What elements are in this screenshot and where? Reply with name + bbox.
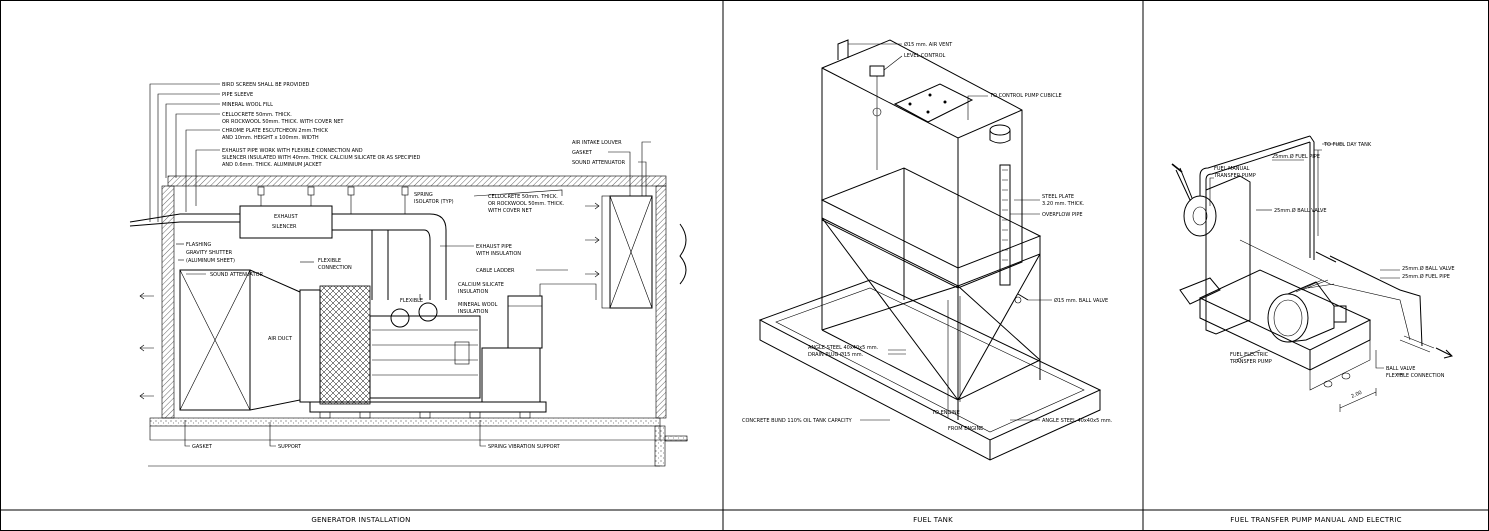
label-to-day-tank: TO FUEL DAY TANK bbox=[1323, 142, 1372, 148]
label-concrete-bund: CONCRETE BUND 110% OIL TANK CAPACITY bbox=[742, 418, 853, 424]
label-from-engine: FROM ENGINE bbox=[948, 426, 983, 432]
label-overflow-pipe: OVERFLOW PIPE bbox=[1042, 212, 1083, 218]
label-flexible-connection-1: FLEXIBLE bbox=[318, 258, 341, 264]
label-gravity-shutter-2: (ALUMINUM SHEET) bbox=[186, 258, 235, 264]
label-bird-screen: BIRD SCREEN SHALL BE PROVIDED bbox=[222, 82, 310, 88]
label-air-vent: Ø15 mm. AIR VENT bbox=[904, 41, 953, 48]
label-calcium-1: CALCIUM SILICATE bbox=[458, 282, 504, 288]
radiator bbox=[319, 285, 371, 405]
label-sound-attenuator-top: SOUND ATTENUATOR bbox=[572, 160, 626, 166]
label-dimension: 2.00 bbox=[1350, 390, 1363, 400]
left-wall bbox=[161, 185, 175, 419]
label-gravity-shutter-1: GRAVITY SHUTTER bbox=[186, 250, 233, 256]
panel-title-fuel-tank: FUEL TANK bbox=[913, 516, 953, 524]
label-drain-plug: DRAIN PLUG Ø15 mm. bbox=[808, 351, 864, 358]
label-sound-attenuator: SOUND ATTENUATOR bbox=[210, 272, 264, 278]
label-cellocrete-r3: WITH COVER NET bbox=[488, 208, 533, 214]
engine bbox=[369, 315, 481, 399]
label-ball-valve-2: BALL VALVE bbox=[1386, 366, 1415, 372]
label-exhaust-pipe-2: WITH INSULATION bbox=[476, 251, 521, 257]
label-spring-1: SPRING bbox=[414, 192, 433, 198]
label-cellocrete-2: OR ROCKWOOL 50mm. THICK. WITH COVER NET bbox=[222, 119, 344, 125]
floor-slab bbox=[149, 417, 661, 427]
manual-pump bbox=[1183, 195, 1217, 237]
tank-stand bbox=[820, 167, 1042, 420]
label-gasket-top: GASKET bbox=[572, 150, 593, 156]
sound-attenuator bbox=[179, 269, 251, 411]
label-flashing: FLASHING bbox=[186, 242, 211, 248]
label-cellocrete-1: CELLOCRETE 50mm. THICK. bbox=[222, 112, 292, 118]
label-exhaust-work-2: SILENCER INSULATED WITH 40mm. THICK. CAL… bbox=[222, 155, 420, 161]
label-cable-ladder: CABLE LADDER bbox=[476, 268, 515, 274]
label-flexible-connection-2: CONNECTION bbox=[318, 265, 352, 271]
label-exhaust-silencer-1: EXHAUST bbox=[274, 214, 299, 220]
label-calcium-2: INSULATION bbox=[458, 289, 488, 295]
label-ball-valve-top: 25mm.Ø BALL VALVE bbox=[1274, 207, 1327, 214]
label-air-duct: AIR DUCT bbox=[268, 336, 293, 342]
label-chrome-2: AND 10mm. HEIGHT x 100mm. WIDTH bbox=[222, 135, 319, 141]
label-steel-plate-1: STEEL PLATE bbox=[1042, 194, 1074, 200]
label-to-control-pump: TO CONTROL PUMP CUBICLE bbox=[989, 93, 1062, 99]
level-gauge bbox=[999, 164, 1011, 286]
label-flexible-connection: FLEXIBLE CONNECTION bbox=[1386, 373, 1445, 379]
label-gasket-bottom: GASKET bbox=[192, 444, 213, 450]
label-exhaust-silencer-2: SILENCER bbox=[272, 224, 297, 230]
label-support: SUPPORT bbox=[278, 444, 302, 450]
panel-title-pump: FUEL TRANSFER PUMP MANUAL AND ELECTRIC bbox=[1230, 516, 1401, 524]
right-wall bbox=[655, 185, 667, 419]
label-air-intake-louver: AIR INTAKE LOUVER bbox=[572, 140, 622, 146]
label-mineral-wool-fill: MINERAL WOOL FILL bbox=[222, 102, 273, 108]
label-flexible: FLEXIBLE bbox=[400, 298, 423, 304]
label-ball-valve: Ø15 mm. BALL VALVE bbox=[1054, 297, 1108, 304]
label-manual-pump-2: TRANSFER PUMP bbox=[1213, 173, 1256, 179]
label-mineral-wool-1: MINERAL WOOL bbox=[458, 302, 498, 308]
generator-installation-drawing: BIRD SCREEN SHALL BE PROVIDED PIPE SLEEV… bbox=[129, 82, 688, 524]
label-cellocrete-r2: OR ROCKWOOL 50mm. THICK. bbox=[488, 201, 565, 207]
label-spring-vibration: SPRING VIBRATION SUPPORT bbox=[488, 444, 561, 450]
label-fuel-pipe-right: 25mm.Ø FUEL PIPE bbox=[1402, 273, 1450, 280]
label-mineral-wool-2: INSULATION bbox=[458, 309, 488, 315]
label-steel-plate-2: 3.20 mm. THICK. bbox=[1042, 201, 1085, 207]
label-angle-steel-2: ANGLE STEEL 40x40x5 mm. bbox=[1042, 418, 1113, 424]
alternator bbox=[481, 347, 541, 403]
label-level-control: LEVEL CONTROL bbox=[904, 53, 946, 59]
label-fuel-pipe-top: 25mm.Ø FUEL PIPE bbox=[1272, 153, 1320, 160]
label-exhaust-work-1: EXHAUST PIPE WORK WITH FLEXIBLE CONNECTI… bbox=[222, 148, 363, 154]
label-manual-pump-1: FUEL MANUAL bbox=[1214, 166, 1250, 172]
pump-bracket bbox=[1205, 175, 1251, 335]
spring-isolators bbox=[257, 186, 409, 214]
label-ball-valve-right: 25mm.Ø BALL VALVE bbox=[1402, 265, 1455, 272]
panel-title-generator: GENERATOR INSTALLATION bbox=[311, 516, 410, 524]
label-electric-pump-2: TRANSFER PUMP bbox=[1229, 359, 1272, 365]
label-exhaust-work-3: AND 0.6mm. THICK. ALUMINIUM JACKET bbox=[222, 162, 323, 168]
label-angle-steel-1: ANGLE STEEL 40x40x5 mm. bbox=[808, 345, 879, 351]
concrete-bund bbox=[758, 279, 1102, 441]
control-panel bbox=[507, 295, 543, 349]
roof-slab bbox=[167, 175, 667, 187]
fuel-tank-drawing: Ø15 mm. AIR VENT LEVEL CONTROL TO CONTRO… bbox=[742, 39, 1113, 524]
airflow-arrows bbox=[139, 202, 600, 400]
label-cellocrete-r1: CELLOCRETE 50mm. THICK. bbox=[488, 194, 558, 200]
tank-body bbox=[821, 39, 1023, 289]
label-electric-pump-1: FUEL ELECTRIC bbox=[1230, 352, 1269, 358]
fuel-pump-drawing: 2.00 25mm.Ø FUEL PIPE TO FUEL DAY TANK F… bbox=[1171, 135, 1455, 524]
label-exhaust-pipe-1: EXHAUST PIPE bbox=[476, 244, 512, 250]
label-to-engine: TO ENGINE bbox=[931, 410, 960, 416]
manhole-plate bbox=[893, 83, 974, 123]
exhaust-silencer bbox=[239, 205, 333, 239]
label-spring-2: ISOLATOR (TYP) bbox=[414, 199, 454, 205]
label-chrome-1: CHROME PLATE ESCUTCHEON 2mm.THICK bbox=[222, 128, 329, 134]
label-pipe-sleeve: PIPE SLEEVE bbox=[222, 92, 253, 98]
